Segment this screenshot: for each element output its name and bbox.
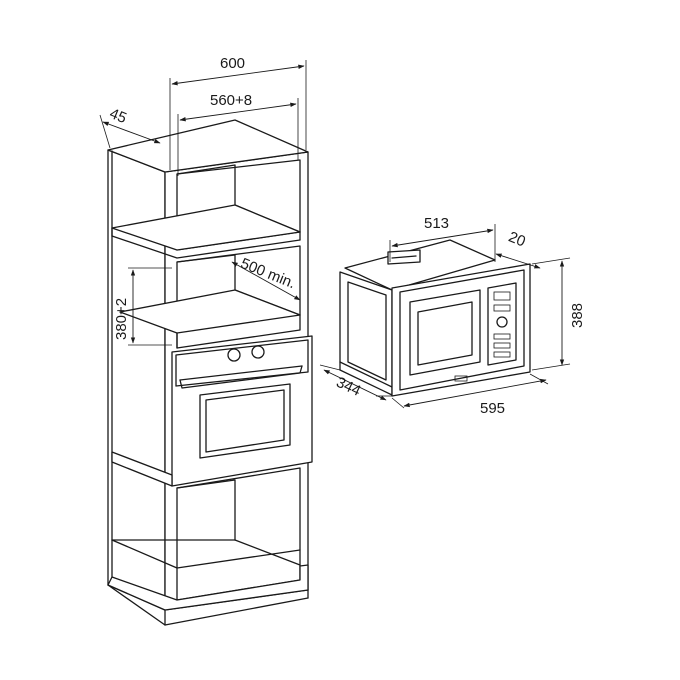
cabinet-top [107,119,309,173]
built-in-oven [171,335,313,487]
oven-knob-right-icon [251,345,265,359]
dim-line-depth [102,121,161,144]
dim-line-width [171,64,305,86]
tall-cabinet [107,119,313,626]
dim-line-frame-depth [495,253,541,269]
microwave-control-panel [487,282,517,366]
microwave-dial-icon [496,316,508,328]
dim-line-width [403,378,547,408]
dim-frame-depth-label: 20 [506,228,528,250]
oven-window [199,383,291,459]
dim-width-label: 600 [220,55,245,72]
bottom-compartment [176,467,301,601]
microwave-unit [339,239,531,397]
dim-line-inner-width [179,102,297,122]
microwave-window [409,289,481,376]
microwave-display-icon [493,291,511,301]
dim-niche-height-label: 380+2 [113,298,130,340]
dim-body-width-label: 513 [424,215,449,232]
shelf-lower [119,289,301,334]
dim-height-label: 388 [569,303,586,328]
dim-line-body-width [391,228,494,248]
dim-line-depth [323,369,387,401]
dim-width-label: 595 [480,400,505,417]
cabinet-plinth [107,564,309,611]
dim-line-niche-depth [231,261,301,301]
dim-depth-label: 45 [107,105,129,127]
cabinet-left-side [107,149,166,611]
dim-inner-width-label: 560+8 [210,92,252,109]
oven-knob-left-icon [227,348,241,362]
